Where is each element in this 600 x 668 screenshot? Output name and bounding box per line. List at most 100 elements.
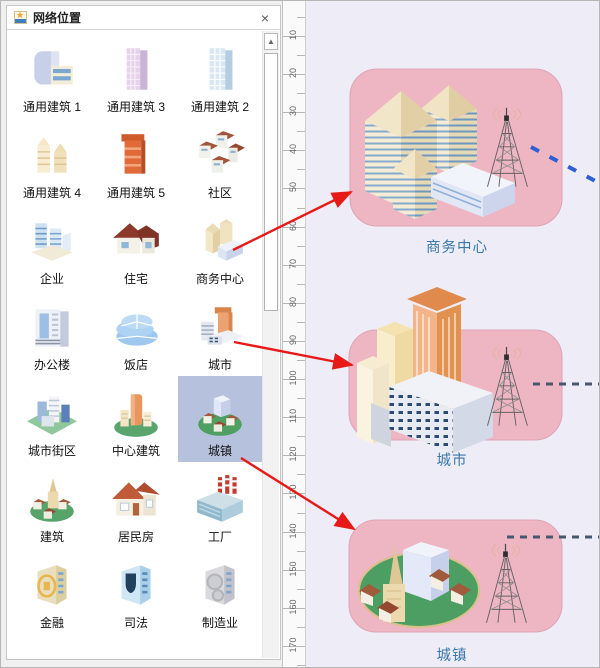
town-icon [198, 395, 242, 436]
shape-item-label: 办公楼 [33, 358, 70, 372]
shape-item-business-center[interactable]: 商务中心 [178, 204, 262, 290]
ruler-label: 140 [288, 523, 298, 539]
shape-item-generic-building-5[interactable]: 通用建筑 5 [94, 118, 178, 204]
ruler-minor-tick [297, 626, 305, 628]
shape-library-panel: ★ 网络位置 × 通用建筑 1 通用建筑 3 通用建筑 2 通用建筑 4 通用建… [6, 5, 281, 660]
ruler-label: 170 [288, 637, 298, 653]
shape-item-office-building[interactable]: 办公楼 [10, 290, 94, 376]
generic-building-1-icon [34, 51, 73, 85]
justice-icon [121, 565, 151, 605]
ruler-major-tick [283, 607, 305, 609]
generic-building-5-icon [121, 134, 146, 174]
shape-item-generic-building-3[interactable]: 通用建筑 3 [94, 32, 178, 118]
ruler-minor-tick [297, 245, 305, 247]
shape-item-justice[interactable]: 司法 [94, 548, 178, 634]
shape-item-generic-building-2[interactable]: 通用建筑 2 [178, 32, 262, 118]
shape-item-factory[interactable]: 工厂 [178, 462, 262, 548]
node-town[interactable] [348, 519, 563, 633]
hotel-icon [116, 314, 158, 346]
ruler-major-tick [283, 150, 305, 152]
generic-building-4-icon [37, 137, 67, 173]
ruler-major-tick [283, 74, 305, 76]
business-center-icon [205, 219, 243, 261]
ruler-minor-tick [297, 436, 305, 438]
city-icon [201, 307, 243, 345]
ruler-minor-tick [297, 398, 305, 400]
shape-item-label: 饭店 [123, 358, 148, 372]
shape-item-generic-building-1[interactable]: 通用建筑 1 [10, 32, 94, 118]
shape-item-label: 住宅 [123, 272, 148, 286]
ruler-major-tick [283, 455, 305, 457]
shape-item-label: 司法 [123, 616, 148, 630]
ruler-major-tick [283, 302, 305, 304]
city-buildings-illustration [357, 287, 493, 453]
town-buildings-illustration [358, 542, 480, 628]
shape-item-label: 企业 [39, 272, 64, 286]
ruler-label: 50 [288, 182, 298, 193]
node-business-center[interactable] [349, 68, 563, 227]
library-icon: ★ [14, 10, 27, 24]
shape-item-label: 商务中心 [195, 272, 244, 286]
shape-item-city-block[interactable]: 城市街区 [10, 376, 94, 462]
node-label-city[interactable]: 城市 [437, 452, 468, 469]
shape-item-central-building[interactable]: 中心建筑 [94, 376, 178, 462]
ruler-label: 120 [288, 446, 298, 462]
ruler-label: 20 [288, 68, 298, 79]
ruler-minor-tick [297, 360, 305, 362]
shape-item-hotel[interactable]: 饭店 [94, 290, 178, 376]
node-label-town[interactable]: 城镇 [437, 647, 468, 664]
ruler-minor-tick [297, 512, 305, 514]
office-building-icon [35, 309, 69, 347]
ruler-label: 160 [288, 599, 298, 615]
building-icon [30, 478, 74, 522]
node-label-business-center[interactable]: 商务中心 [426, 239, 488, 256]
shape-item-manufacturing[interactable]: 制造业 [178, 548, 262, 634]
panel-scrollbar[interactable]: ▲ [262, 31, 279, 658]
ruler-minor-tick [297, 16, 305, 18]
ruler-major-tick [283, 36, 305, 37]
ruler-label: 80 [288, 296, 298, 307]
city-block-icon [27, 396, 77, 435]
shape-item-community[interactable]: 社区 [178, 118, 262, 204]
shape-item-label: 中心建筑 [111, 444, 160, 458]
generic-building-2-icon [209, 48, 233, 90]
shape-item-label: 通用建筑 5 [106, 186, 165, 200]
shape-item-enterprise[interactable]: 企业 [10, 204, 94, 290]
panel-titlebar: ★ 网络位置 × [7, 6, 280, 30]
shape-item-finance[interactable]: 金融 [10, 548, 94, 634]
shape-item-label: 城市街区 [27, 444, 76, 458]
ruler-label: 90 [288, 334, 298, 345]
connector-dashed-blue[interactable] [530, 145, 600, 186]
radio-tower-icon [486, 107, 529, 188]
ruler-major-tick [283, 188, 305, 190]
ruler-label: 100 [288, 370, 298, 386]
ruler-minor-tick [297, 550, 305, 552]
shape-item-residential-house[interactable]: 居民房 [94, 462, 178, 548]
shape-item-residence[interactable]: 住宅 [94, 204, 178, 290]
shape-item-building[interactable]: 建筑 [10, 462, 94, 548]
ruler-label: 30 [288, 106, 298, 117]
shape-item-generic-building-4[interactable]: 通用建筑 4 [10, 118, 94, 204]
ruler-label: 150 [288, 561, 298, 577]
radio-tower-icon [486, 346, 529, 427]
shape-item-label: 通用建筑 2 [190, 100, 249, 114]
ruler-label: 130 [288, 484, 298, 500]
ruler-minor-tick [297, 588, 305, 590]
shape-item-city[interactable]: 城市 [178, 290, 262, 376]
generic-building-3-icon [126, 48, 148, 90]
ruler-major-tick [283, 112, 305, 114]
radio-tower-icon [485, 543, 528, 624]
shape-item-label: 制造业 [201, 616, 238, 630]
node-city[interactable] [348, 287, 563, 453]
shape-item-town[interactable]: 城镇 [178, 376, 262, 462]
scrollbar-thumb[interactable] [264, 53, 278, 311]
scroll-up-icon[interactable]: ▲ [264, 33, 278, 50]
finance-icon [37, 565, 67, 605]
residence-icon [113, 223, 159, 254]
ruler-minor-tick [297, 55, 305, 57]
close-icon[interactable]: × [260, 9, 270, 26]
shape-item-label: 居民房 [117, 530, 154, 544]
ruler-major-tick [283, 531, 305, 533]
enterprise-icon [31, 223, 73, 261]
